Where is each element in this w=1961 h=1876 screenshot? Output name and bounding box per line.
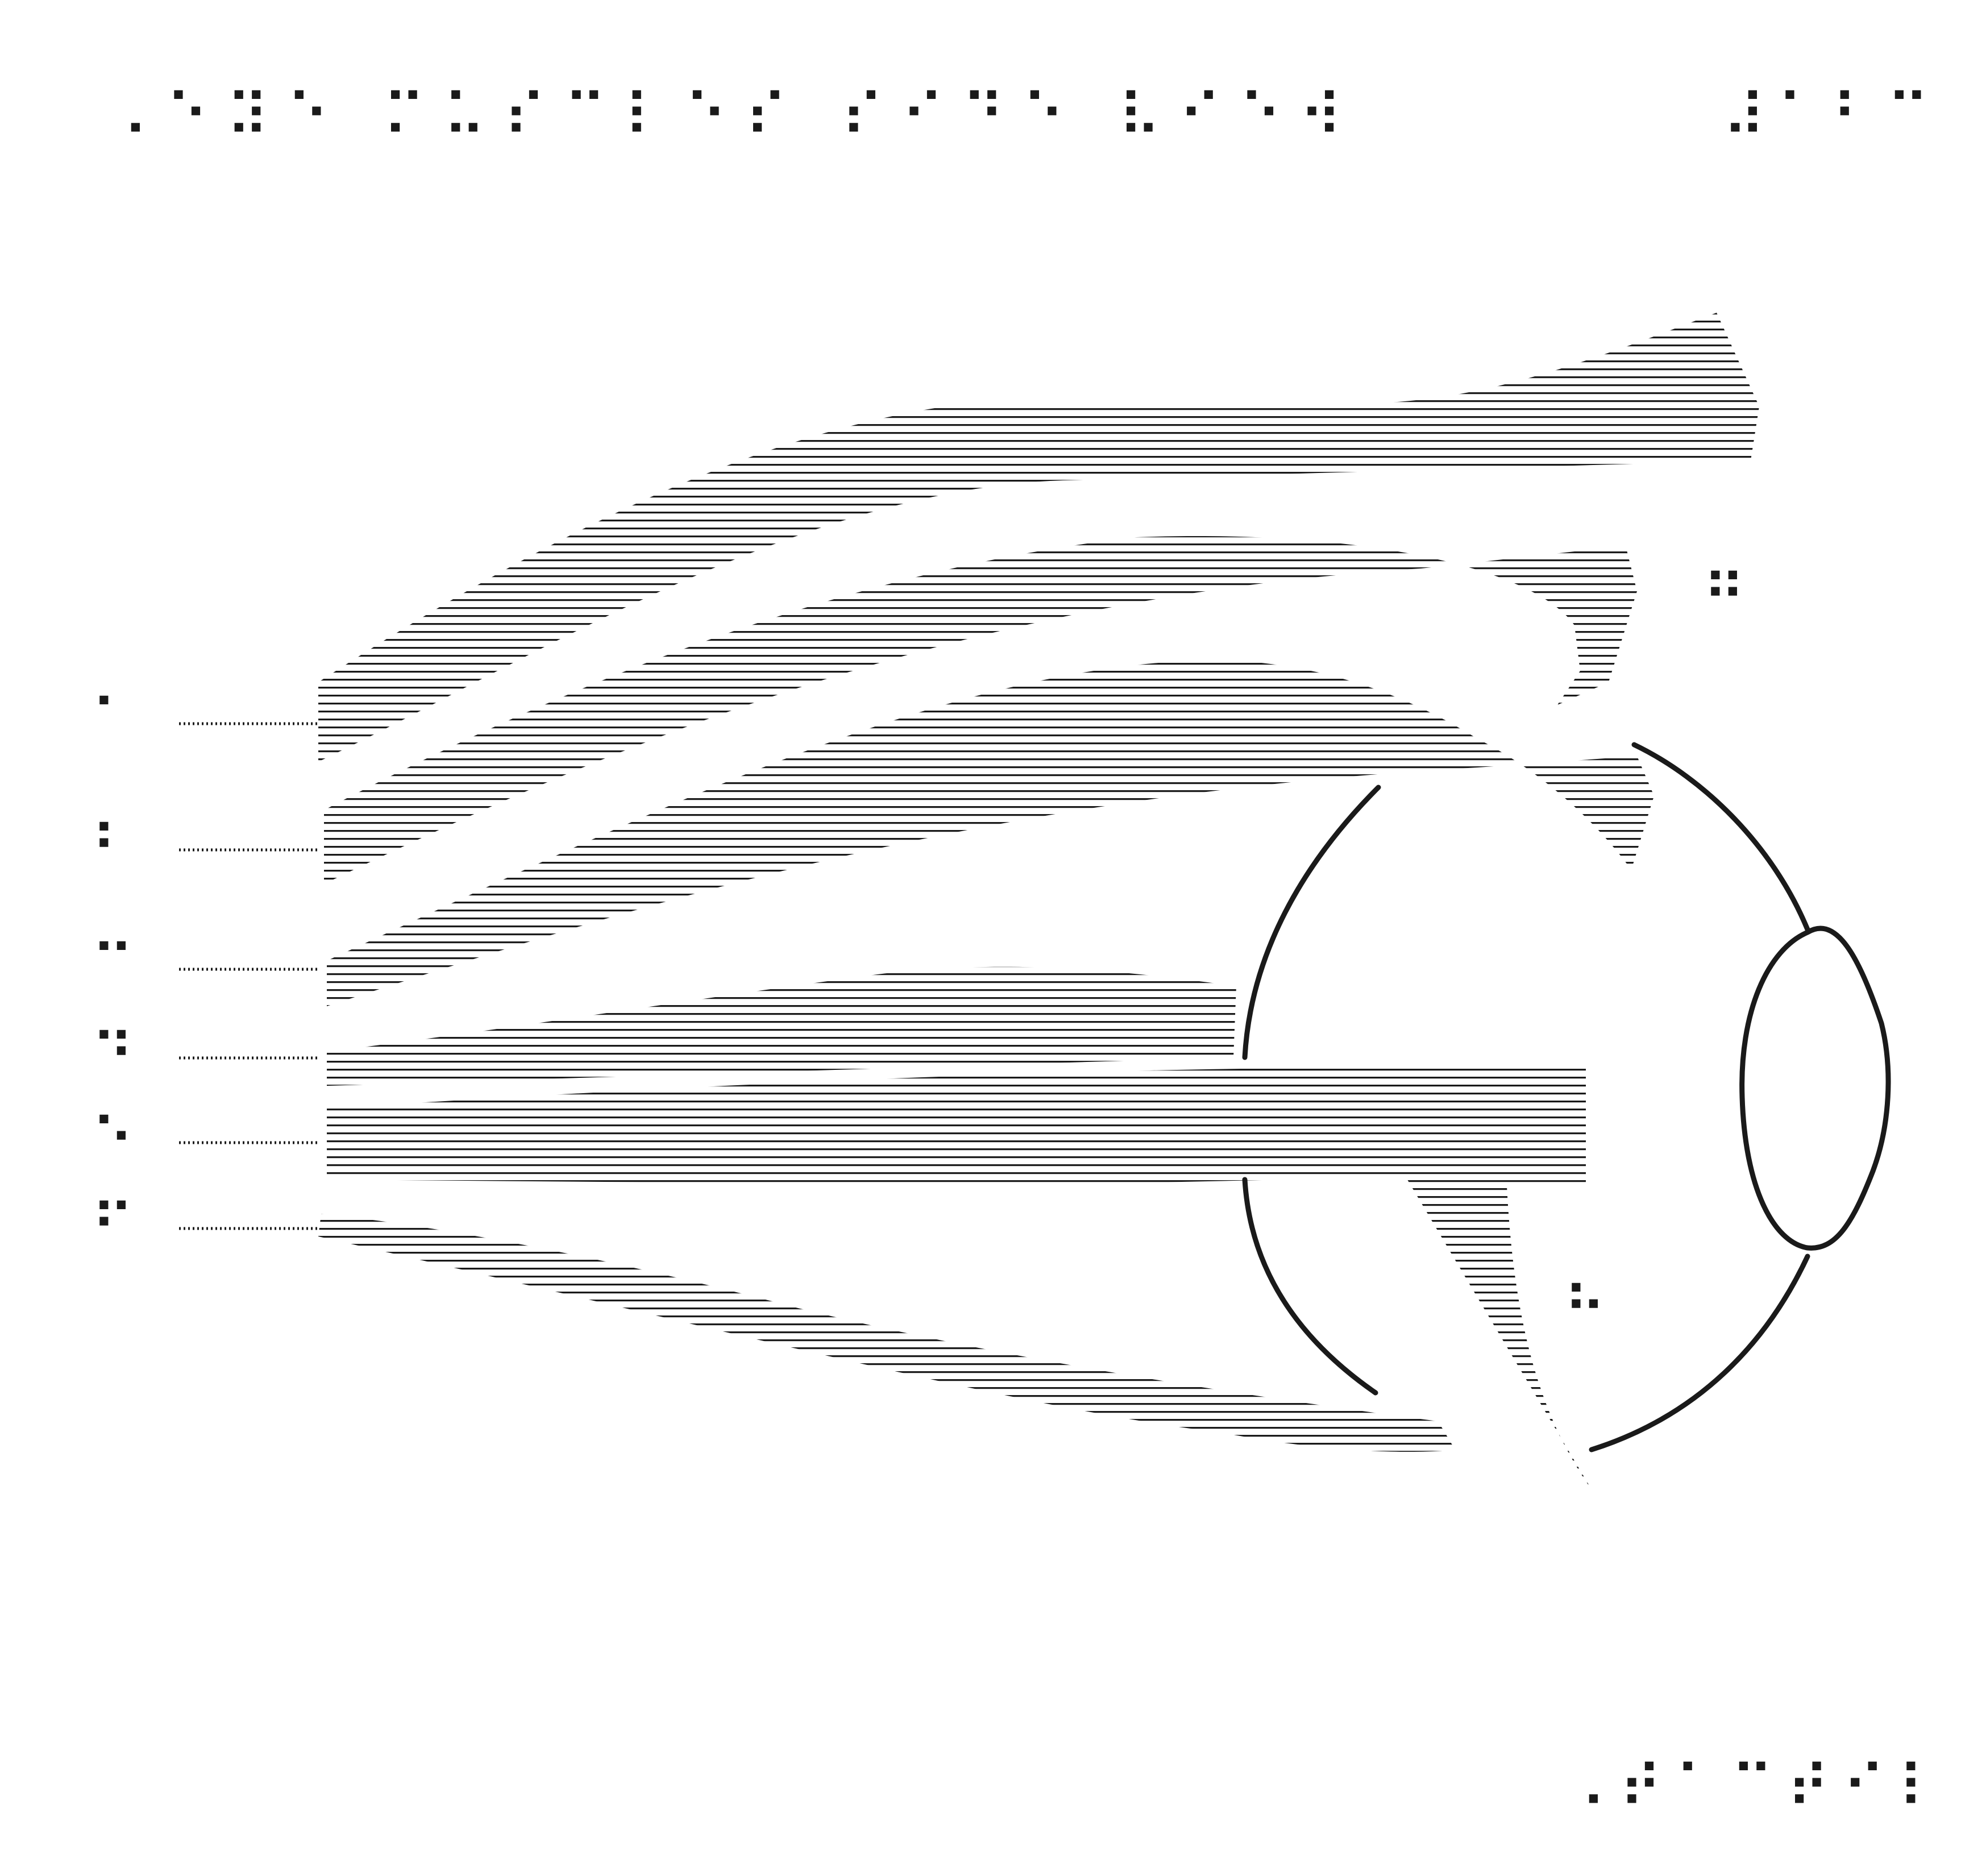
muscle-superior-rectus [327,660,1654,1006]
label-e: ⠑ [91,1106,134,1175]
label-d: ⠙ [91,1021,134,1090]
muscle-medial-rectus [327,967,1236,1086]
cornea-outline [1742,928,1888,1248]
label-b: ⠃ [91,813,134,882]
eyeball-outline-upper [1634,745,1808,929]
label-a: ⠁ [91,687,134,756]
muscle-lateral-rectus [327,1068,1586,1188]
muscle-inferior-rectus [318,1214,1455,1452]
header-braille-title: ⠠⠑⠽⠑ ⠍⠥⠎⠉⠇⠑⠎ ⠎⠊⠙⠑ ⠧⠊⠑⠺ [105,81,1359,151]
eyeball-outline-left-upper [1245,787,1378,1057]
eyeball-outline-lower [1592,1256,1808,1450]
label-g: ⠛ [1702,562,1746,631]
footer-braille: ⠠⠞⠁⠉⠞⠊⠇⠑ [1563,1753,1961,1822]
label-c: ⠉ [91,932,134,1002]
label-f: ⠋ [91,1192,134,1261]
label-h: ⠓ [1563,1274,1606,1343]
eyeball-outline-left-lower [1245,1180,1376,1393]
header-braille-page-number: ⠼⠁⠃⠉ [1722,81,1941,151]
